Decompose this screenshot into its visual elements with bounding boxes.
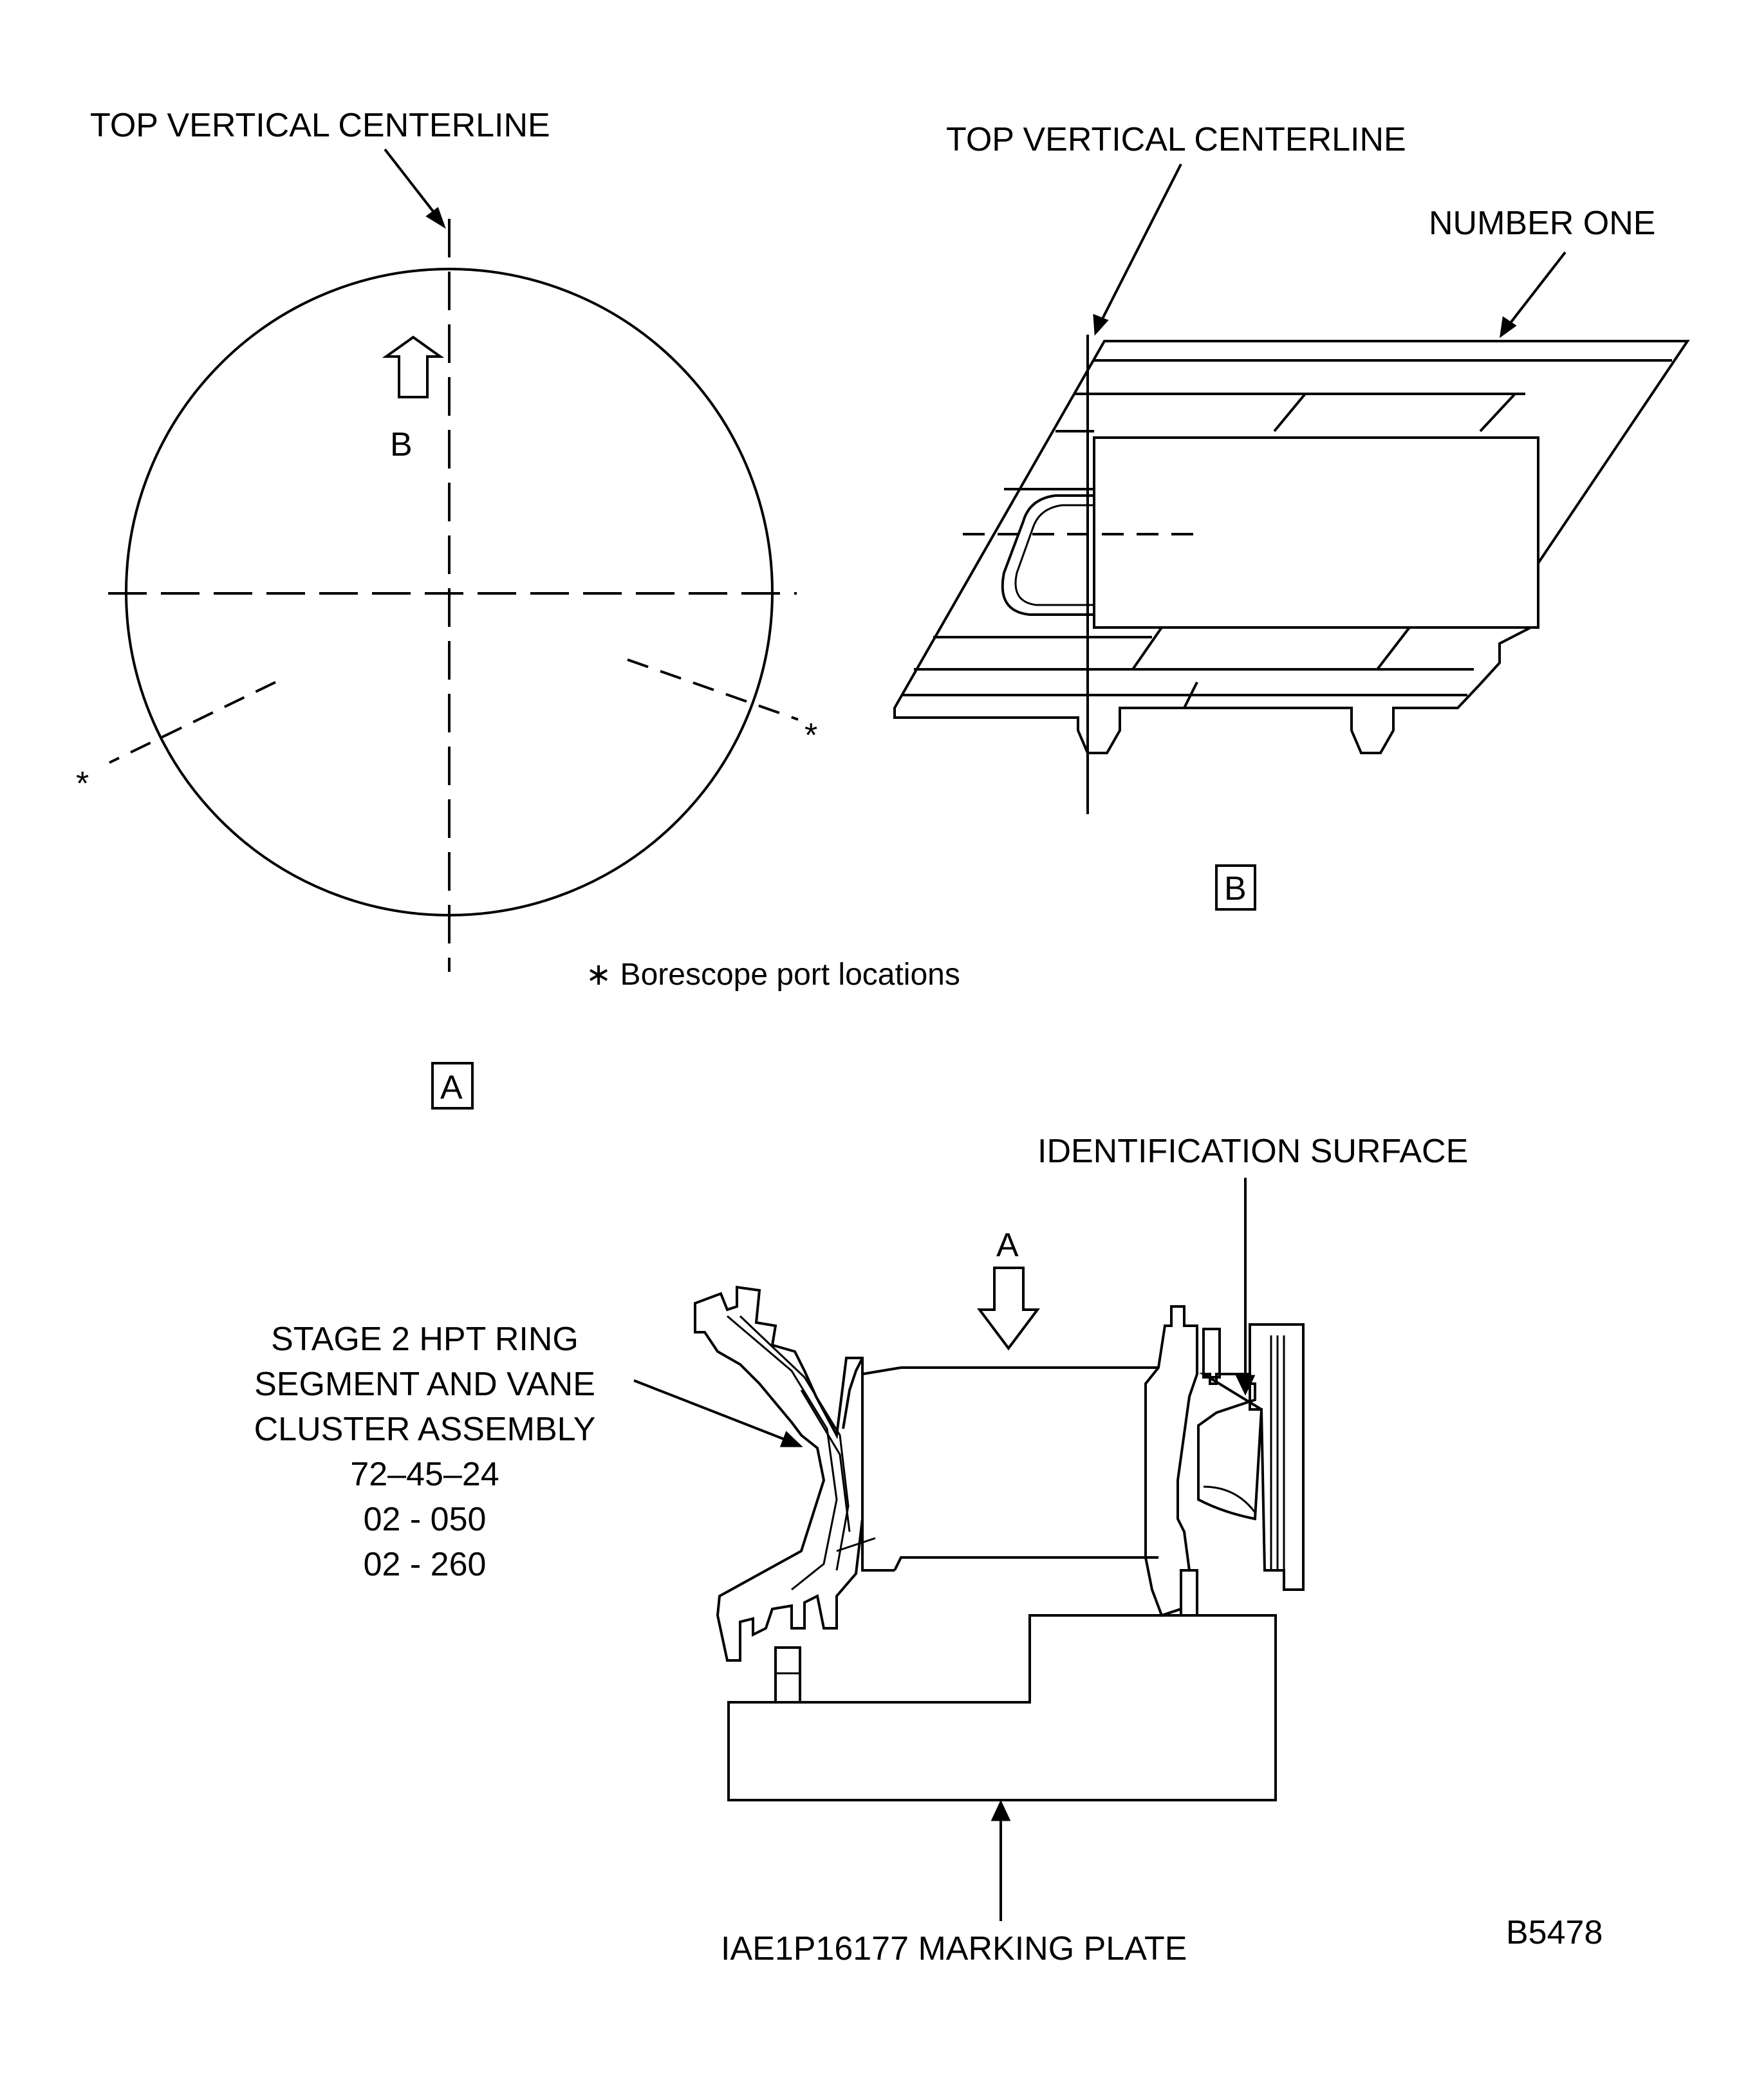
section-view: A IDENTIFICATION SURFACE: [633, 1133, 1468, 1921]
assembly-line-2: SEGMENT AND VANE: [254, 1366, 595, 1403]
segment-outer-outline: [893, 340, 1690, 754]
borescope-asterisk-right: *: [804, 717, 817, 754]
marking-plate: [727, 1614, 1277, 1801]
segment-cover-plate: [1093, 436, 1539, 629]
assembly-line-1: STAGE 2 HPT RING: [271, 1321, 579, 1358]
leader-arrowhead-b: [1093, 313, 1109, 336]
view-b: TOP VERTICAL CENTERLINE NUMBER ONE B: [893, 121, 1690, 911]
hook-curve: [1203, 1485, 1256, 1513]
leader-top-centerline-a: [384, 148, 440, 220]
leader-arrowhead-assembly: [779, 1431, 803, 1447]
leader-arrowhead-marking-plate: [990, 1799, 1011, 1821]
view-arrow-a-label: A: [996, 1227, 1019, 1264]
vane-inner-line-2: [739, 1315, 850, 1571]
borescope-note: ∗ Borescope port locations: [586, 958, 960, 992]
label-top-centerline-a: TOP VERTICAL CENTERLINE: [90, 107, 550, 144]
borescope-asterisk-left: *: [76, 765, 89, 803]
view-a-box: [431, 1062, 474, 1110]
assembly-line-4: 72–45–24: [350, 1456, 499, 1493]
leader-top-centerline-b: [1098, 163, 1182, 326]
leader-arrowhead-a: [425, 207, 446, 229]
ring-right-tab: [1180, 1569, 1198, 1617]
view-b-box-label: B: [1224, 870, 1247, 907]
view-arrow-b-icon: [382, 335, 445, 398]
support-post: [774, 1646, 801, 1704]
assembly-line-5: 02 - 050: [364, 1501, 487, 1538]
label-identification-surface: IDENTIFICATION SURFACE: [1037, 1133, 1468, 1170]
view-arrow-a-icon: [977, 1267, 1040, 1351]
label-number-one: NUMBER ONE: [1429, 205, 1655, 242]
vane-inner-line-4: [836, 1537, 876, 1552]
borescope-port-line-left: [109, 681, 276, 764]
segment-diag-4: [1376, 626, 1411, 671]
segment-diag-1: [1273, 393, 1306, 432]
segment-airfoil-inner: [1014, 504, 1094, 606]
view-b-box: [1215, 864, 1256, 911]
view-a-box-label: A: [440, 1069, 463, 1106]
assembly-label: STAGE 2 HPT RING SEGMENT AND VANE CLUSTE…: [254, 1321, 596, 1583]
vane-inner-line-1: [727, 1315, 838, 1591]
vane-inner-line-3: [800, 1389, 851, 1532]
view-arrow-b-label: B: [390, 426, 413, 463]
assembly-line-6: 02 - 260: [364, 1546, 487, 1583]
borescope-port-line-right: [627, 658, 799, 721]
label-top-centerline-b: TOP VERTICAL CENTERLINE: [946, 121, 1406, 158]
hook-clip: [1197, 1373, 1263, 1521]
figure-id: B5478: [1506, 1914, 1603, 1951]
leader-arrowhead-number-one: [1500, 316, 1517, 339]
identification-tab: [1202, 1328, 1221, 1379]
segment-diag-3: [1131, 626, 1163, 671]
assembly-line-3: CLUSTER ASSEMBLY: [254, 1411, 596, 1448]
label-marking-plate: IAE1P16177 MARKING PLATE: [721, 1930, 1187, 1967]
ring-segment-body: [842, 1357, 1158, 1572]
segment-diag-2: [1479, 393, 1516, 432]
ring-right-flange: [1144, 1305, 1198, 1617]
view-a: * * B TOP VERTICAL CENTERLINE A: [76, 107, 817, 1110]
vane-cluster-left: [694, 1285, 864, 1662]
leader-number-one: [1506, 251, 1566, 328]
segment-airfoil: [1001, 494, 1094, 616]
leader-assembly: [633, 1379, 791, 1443]
leader-arrowhead-identification: [1235, 1375, 1256, 1396]
